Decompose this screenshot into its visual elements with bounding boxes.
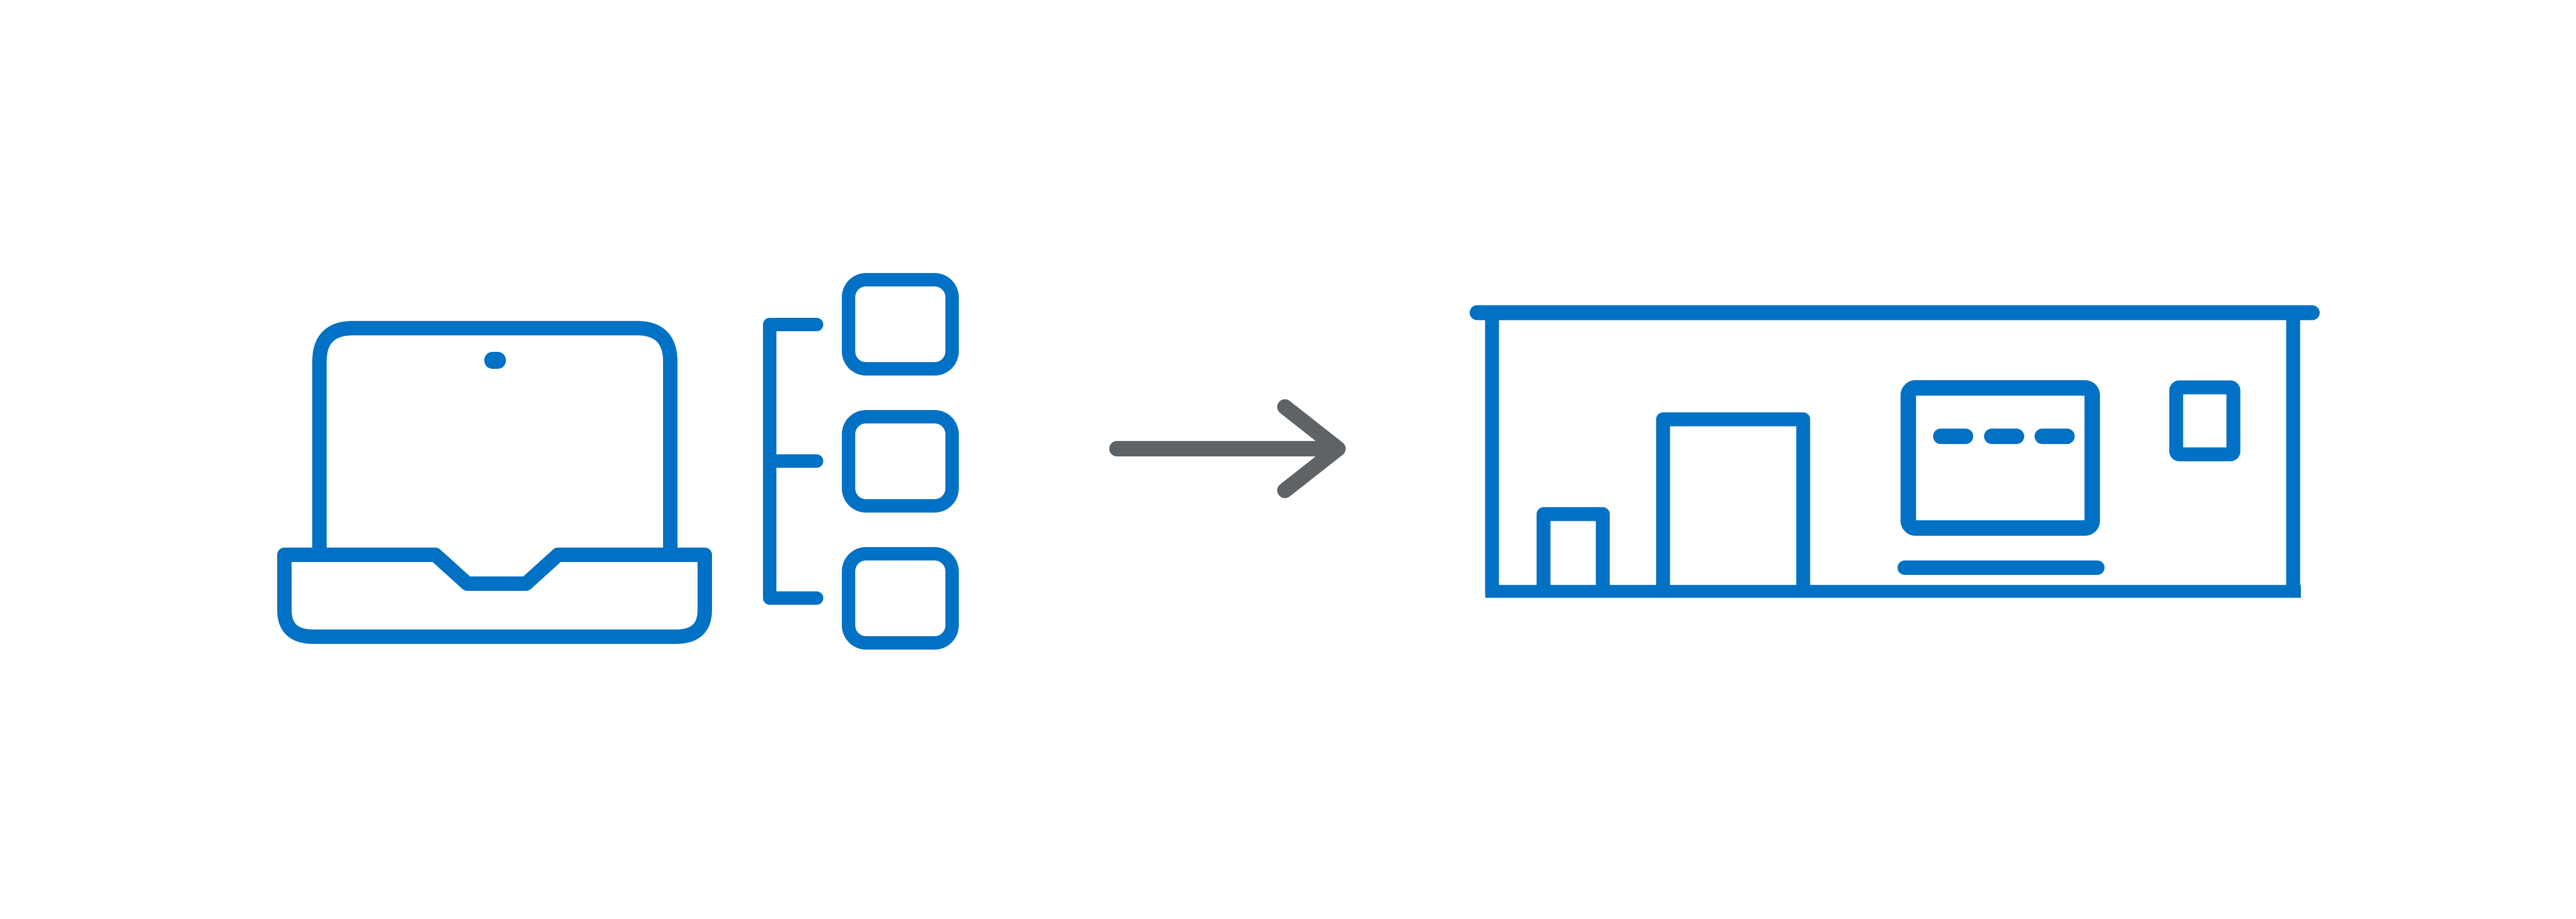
panel-dash-3 xyxy=(2035,429,2075,444)
laptop-base xyxy=(277,548,712,644)
tree-node-1 xyxy=(842,273,959,376)
laptop-camera-icon xyxy=(484,352,506,369)
tree-bracket xyxy=(763,318,823,605)
crate xyxy=(1536,507,1610,592)
laptop-lid xyxy=(312,321,677,552)
tree-node-2 xyxy=(842,410,959,513)
tree-node-3 xyxy=(842,547,959,650)
right-arrow-icon xyxy=(1109,399,1346,498)
panel-window xyxy=(1901,380,2100,536)
hierarchy-tree-icon xyxy=(763,273,959,650)
laptop-icon xyxy=(277,321,712,644)
panel-dashes xyxy=(1933,429,2075,444)
door xyxy=(1656,412,1810,592)
arrow-head xyxy=(1277,399,1346,498)
warehouse-building-icon xyxy=(1469,305,2320,598)
panel-dash-1 xyxy=(1933,429,1973,444)
panel-dash-2 xyxy=(1984,429,2024,444)
vent-window xyxy=(2169,380,2241,462)
